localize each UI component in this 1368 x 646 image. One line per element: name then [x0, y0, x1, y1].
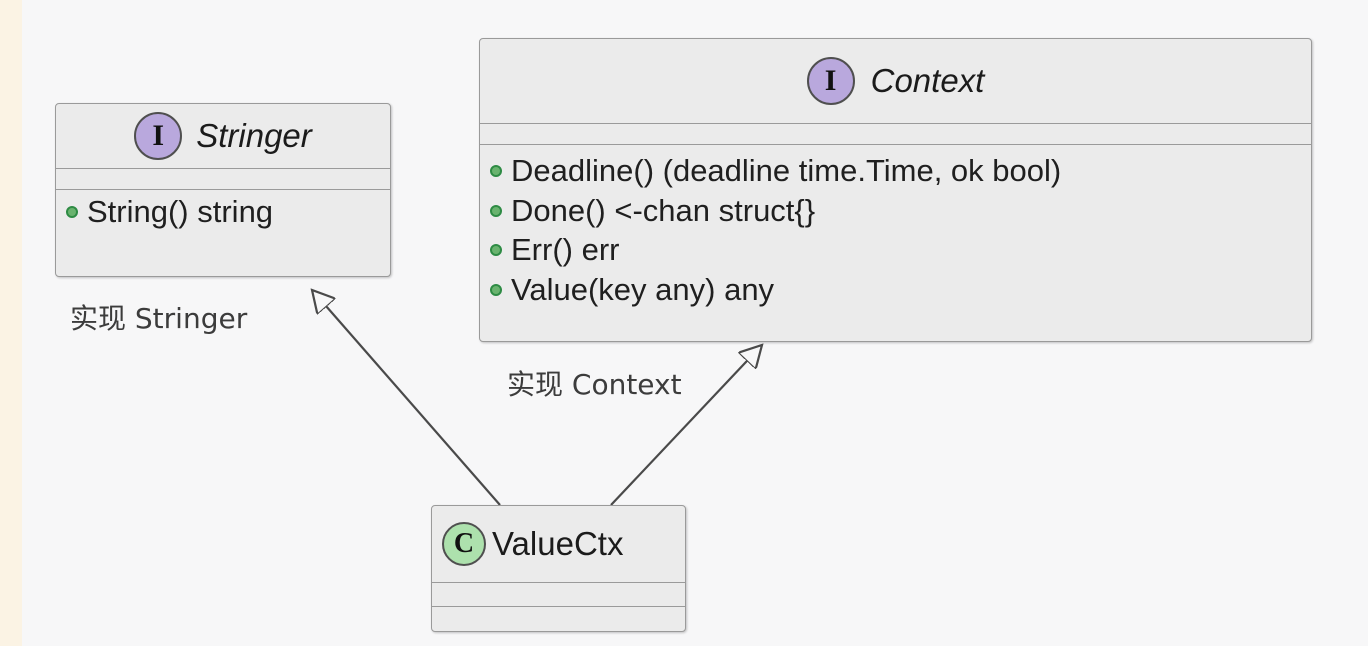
uml-node-stringer[interactable]: I Stringer String() string [55, 103, 391, 277]
valuectx-title-compartment: C ValueCtx [432, 506, 685, 582]
valuectx-attribute-compartment [432, 582, 685, 606]
stringer-method-compartment: String() string [56, 189, 390, 237]
edge-valuectx-implements-stringer [312, 290, 501, 506]
member-signature: String() string [87, 194, 274, 229]
member-row: Value(key any) any [490, 272, 1301, 309]
context-name: Context [870, 62, 985, 99]
public-member-dot-icon [490, 165, 502, 178]
valuectx-method-compartment [432, 606, 685, 631]
interface-badge-icon: I [806, 57, 855, 105]
member-signature: Done() <-chan struct{} [511, 192, 816, 228]
context-title-compartment: I Context [480, 39, 1311, 123]
public-member-dot-icon [490, 204, 502, 217]
member-row: Err() err [490, 232, 1301, 269]
edge-label-implements-context: 实现 Context [507, 368, 682, 401]
context-attribute-compartment [480, 123, 1311, 144]
public-member-dot-icon [66, 206, 78, 219]
uml-node-context[interactable]: I Context Deadline() (deadline time.Time… [479, 38, 1312, 342]
member-signature: Value(key any) any [511, 271, 775, 307]
class-badge-icon: C [442, 522, 486, 566]
stringer-attribute-compartment [56, 168, 390, 189]
public-member-dot-icon [490, 284, 502, 297]
member-row: Done() <-chan struct{} [490, 193, 1301, 230]
member-row: String() string [66, 194, 380, 231]
stringer-title-compartment: I Stringer [56, 104, 390, 168]
edge-label-implements-stringer: 实现 Stringer [70, 302, 248, 335]
interface-badge-icon: I [134, 112, 183, 160]
left-gutter-strip [0, 0, 22, 646]
member-signature: Deadline() (deadline time.Time, ok bool) [511, 153, 1062, 188]
stringer-name: Stringer [196, 117, 312, 154]
member-row: Deadline() (deadline time.Time, ok bool) [490, 153, 1301, 190]
context-method-compartment: Deadline() (deadline time.Time, ok bool)… [480, 144, 1311, 314]
public-member-dot-icon [490, 244, 502, 257]
uml-node-valuectx[interactable]: C ValueCtx [431, 505, 686, 632]
member-signature: Err() err [511, 232, 620, 268]
valuectx-name: ValueCtx [492, 525, 624, 562]
